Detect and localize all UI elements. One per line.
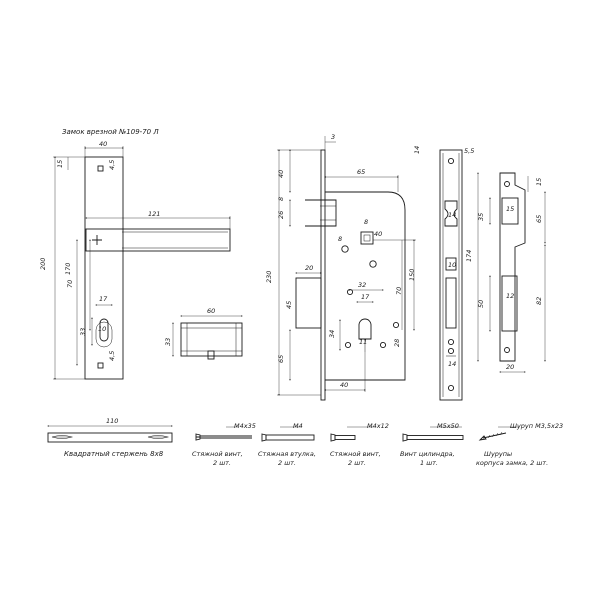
dim-strike-174: 174 [465, 250, 473, 262]
accessory-2-size: М4 [293, 422, 303, 430]
dim-70: 70 [395, 287, 403, 295]
accessory-wood-screw: Шуруп М3,5х23 Шурупы корпуса замка, 2 шт… [476, 422, 563, 467]
accessory-4-qty: 1 шт. [420, 459, 438, 467]
dim-65b: 65 [277, 355, 285, 363]
lock-cylinder-hole [358, 318, 372, 340]
strike-outline [499, 172, 526, 362]
dim-small-top: 4,5 [108, 160, 116, 170]
dim-40-top: 40 [277, 170, 285, 178]
cylinder-view: 60 33 [164, 307, 243, 360]
handle-plate [84, 156, 124, 380]
dim-hole-height: 33 [79, 328, 87, 336]
lock-case [325, 191, 406, 381]
dim-plate-thickness: 3 [331, 133, 335, 141]
dim-cylinder-height: 33 [164, 338, 172, 346]
dim-front-14-top: 14 [448, 211, 456, 219]
dim-28: 28 [393, 339, 401, 347]
dim-strike-65: 65 [535, 215, 543, 223]
accessory-2-qty: 2 шт. [278, 459, 296, 467]
accessory-1-qty: 2 шт. [213, 459, 231, 467]
lever-handle [85, 228, 231, 252]
cylinder-body [180, 322, 243, 357]
faceplate-front: 14 10 14 5,5 14 [413, 146, 474, 401]
dim-bolt-height: 45 [285, 301, 293, 309]
latch-bolt [305, 199, 337, 227]
accessory-5-qty: корпуса замка, 2 шт. [476, 459, 548, 467]
accessory-5-size: Шуруп М3,5х23 [510, 422, 563, 430]
lock-body: 3 230 40 8 26 65 8 8 40 20 45 150 32 17 … [265, 133, 416, 401]
dim-lever-length: 121 [148, 210, 160, 218]
accessory-3-size: М4х12 [367, 422, 389, 430]
dim-strike-12: 12 [506, 292, 514, 300]
accessory-2-caption: Стяжная втулка, [258, 450, 316, 458]
dim-strike-15: 15 [535, 178, 543, 186]
dim-handle-height: 200 [39, 258, 47, 270]
spindle-caption: Квадратный стержень 8х8 [64, 450, 164, 458]
spindle: 110 Квадратный стержень 8х8 [47, 417, 173, 458]
cylinder-hole [99, 318, 109, 342]
dim-spindle-length: 110 [106, 417, 118, 425]
dim-handle-width: 40 [99, 140, 107, 148]
dim-strike-20: 20 [506, 363, 514, 371]
dim-strike-50: 50 [477, 300, 485, 308]
accessory-3-qty: 2 шт. [348, 459, 366, 467]
dim-strike-15b: 15 [506, 205, 514, 213]
accessory-1-caption: Стяжной винт, [192, 450, 243, 458]
dim-8b: 8 [338, 235, 342, 243]
dim-17: 17 [361, 293, 370, 301]
drawing-title: Замок врезной №109-70 Л [62, 128, 159, 136]
dim-strike-35: 35 [477, 213, 485, 221]
spindle-bar [47, 432, 173, 443]
front-plate [439, 149, 463, 401]
dim-backset-65: 65 [357, 168, 365, 176]
dim-front-55: 5,5 [464, 147, 474, 155]
dim-8a: 8 [277, 197, 285, 201]
dim-150: 150 [408, 269, 416, 281]
dim-hole-d: 10 [98, 325, 106, 333]
dim-cylinder-length: 60 [207, 307, 215, 315]
accessory-screw-m4x12: М4х12 Стяжной винт, 2 шт. [330, 422, 389, 467]
handle-assembly: 40 200 15 4,5 4,5 121 170 70 17 33 10 [39, 140, 231, 380]
dim-11: 11 [359, 338, 367, 346]
accessory-screw-m4x35: М4х35 Стяжной винт, 2 шт. [192, 422, 256, 467]
dim-hole-width: 17 [99, 295, 108, 303]
dim-lock-height: 230 [265, 271, 273, 283]
dim-front-10: 10 [448, 261, 456, 269]
dim-34: 34 [328, 330, 336, 338]
dim-spacing: 170 [64, 263, 72, 275]
accessory-3-caption: Стяжной винт, [330, 450, 381, 458]
dead-bolt [295, 277, 322, 329]
dim-mid: 70 [66, 280, 74, 288]
dim-bolt-throw: 20 [305, 264, 313, 272]
strike-plate: 15 12 35 50 174 15 65 82 20 [465, 172, 546, 373]
accessory-1-size: М4х35 [234, 422, 256, 430]
dim-small-bottom: 4,5 [108, 351, 116, 361]
dim-front-14-bot: 14 [448, 360, 456, 368]
dim-8c: 8 [364, 218, 368, 226]
accessory-5-caption: Шурупы [484, 450, 512, 458]
dim-strike-82: 82 [535, 297, 543, 305]
accessory-4-size: М5х50 [437, 422, 459, 430]
dim-26: 26 [277, 211, 285, 219]
accessory-4-caption: Винт цилиндра, [400, 450, 455, 458]
accessory-screw-m5x50: М5х50 Винт цилиндра, 1 шт. [400, 422, 464, 467]
dim-40c: 40 [340, 381, 348, 389]
latch-window [444, 200, 458, 227]
accessory-sleeve-m4: М4 Стяжная втулка, 2 шт. [258, 422, 316, 467]
dim-32: 32 [358, 281, 366, 289]
dim-front-side: 14 [413, 146, 421, 154]
dim-40b: 40 [374, 230, 382, 238]
lock-faceplate [320, 149, 326, 401]
dim-handle-top: 15 [56, 160, 64, 168]
